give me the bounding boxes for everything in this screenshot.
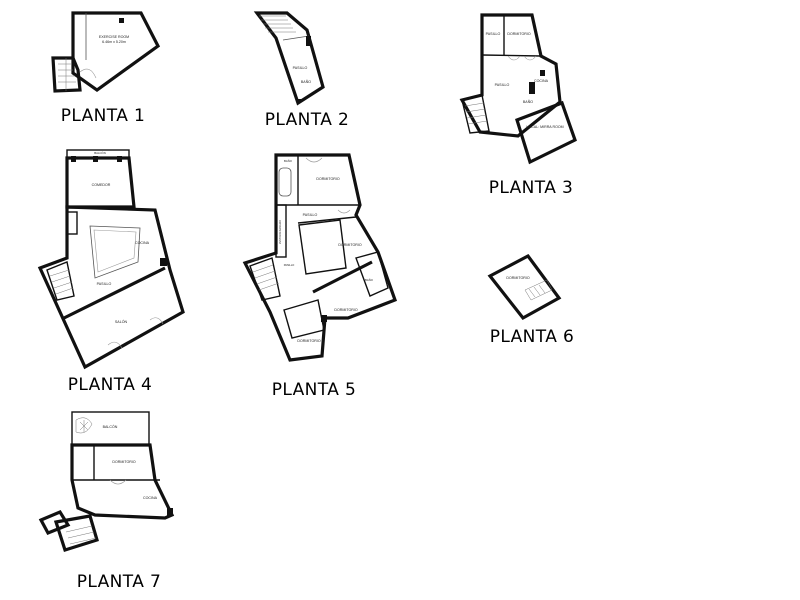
p4-room-cocina: COCINA	[135, 241, 150, 245]
p4-kitchen-counter	[93, 229, 137, 273]
p7-room-balcon: BALCÓN	[103, 424, 118, 429]
plan-planta-2: PASILLO BAÑO PLANTA 2	[253, 11, 350, 130]
p4-column-3	[117, 156, 122, 162]
p5-outline	[242, 153, 398, 362]
p5-room-vestidor: VESTIDOR/ARMARIO	[279, 220, 282, 244]
p4-salon-wall	[61, 266, 166, 321]
p3-title: PLANTA 3	[489, 178, 574, 198]
p5-vestidor	[275, 204, 287, 258]
p7-outline	[70, 443, 175, 520]
p2-title: PLANTA 2	[265, 110, 350, 130]
p3-local-outline	[515, 100, 577, 165]
p4-column-1	[71, 156, 76, 162]
p5-small-rooms	[283, 299, 325, 339]
p4-kitchen-island	[89, 225, 141, 279]
p7-small-room-a	[38, 509, 71, 536]
p5-stair-outline	[249, 257, 281, 301]
p1-stair-treads	[58, 58, 76, 91]
p4-stair-treads	[49, 269, 74, 295]
p5-stair-treads	[252, 264, 280, 291]
p4-outline	[37, 205, 185, 370]
p7-spiral-treads	[79, 420, 89, 432]
p4-small-room	[66, 211, 78, 235]
p3-column-a	[529, 82, 535, 94]
p5-room-dormitorio-bottom: DORMITORIO	[297, 339, 320, 343]
plan-planta-1: EXERCISE ROOM 6.46m x 5.20m PLANTA 1	[51, 11, 161, 126]
p3-door-swings	[507, 55, 537, 61]
p5-room-dormitorio-mid: DORMITORIO	[338, 243, 361, 247]
p6-outline	[487, 253, 562, 321]
plan-planta-5: BAÑO DORMITORIO PASILLO VESTIDOR/ARMARIO…	[242, 153, 398, 400]
p3-room-pasillo: PASILLO	[495, 83, 510, 87]
p5-title: PLANTA 5	[272, 380, 357, 400]
p2-room-bano: BAÑO	[301, 79, 311, 84]
p1-column	[119, 18, 124, 23]
p1-stair-outline	[51, 56, 82, 93]
p1-room-dims: 6.46m x 5.20m	[102, 40, 126, 44]
p3-stair-treads	[464, 102, 488, 125]
p3-inner-wall-b	[481, 54, 542, 57]
p2-outline	[253, 11, 325, 106]
p2-room-pasillo: PASILLO	[293, 66, 308, 70]
p6-stair-treads	[528, 284, 546, 298]
p7-door-swing	[109, 479, 127, 485]
p1-title: PLANTA 1	[61, 106, 146, 126]
p5-room-dormitorio-top: DORMITORIO	[316, 177, 339, 181]
p4-balcon-label: BALCÓN	[94, 150, 106, 155]
p2-stair-treads	[259, 15, 296, 33]
p1-outline	[71, 11, 161, 92]
p7-room-cocina: COCINA	[143, 496, 158, 500]
p4-room-comedor: COMEDOR	[92, 183, 111, 187]
p5-column	[321, 315, 327, 322]
p4-column-4	[160, 258, 167, 266]
p4-stair-outline	[46, 261, 75, 301]
p6-stair	[524, 279, 553, 301]
p1-door-swing	[79, 68, 97, 79]
p4-column-2	[93, 156, 98, 162]
p5-room-pasillo-small: PASILLO	[284, 263, 295, 267]
p2-column-2	[297, 99, 301, 103]
p1-room-exercise: EXERCISE ROOM	[99, 35, 129, 39]
p6-title: PLANTA 6	[490, 327, 575, 347]
p5-room-bano-mid: BAÑO	[365, 277, 374, 282]
p3-room-cocina: COCINA	[534, 79, 549, 83]
p5-corridor-wall-bottom	[297, 216, 357, 224]
p3-column-b	[540, 70, 545, 76]
p7-title: PLANTA 7	[77, 572, 162, 592]
p4-comedor-outline	[65, 156, 136, 209]
p3-room-bano: BAÑO	[523, 99, 533, 104]
p5-dorm-mid	[298, 219, 347, 275]
p5-bano-mid	[355, 251, 389, 297]
p7-spiral-stair	[75, 417, 93, 434]
p5-room-pasillo: PASILLO	[303, 213, 318, 217]
plan-planta-6: DORMITORIO PLANTA 6	[487, 253, 575, 347]
p2-column	[306, 36, 311, 46]
p3-stair-outline	[461, 94, 490, 134]
plan-planta-7: BALCÓN DORMITORIO COCINA PLANTA 7	[38, 411, 175, 592]
p6-room-dormitorio: DORMITORIO	[506, 276, 529, 280]
p5-bathtub	[278, 167, 292, 197]
p7-stair-treads	[65, 525, 97, 545]
p4-room-salon: SALÓN	[115, 319, 128, 324]
p5-door-swings	[305, 157, 351, 214]
p3-room-pasillo-top: PASILLO	[486, 32, 501, 36]
p5-room-bano-top: BAÑO	[284, 158, 293, 163]
p3-room-dormitorio: DORMITORIO	[507, 32, 530, 36]
p2-inner-wall	[282, 35, 310, 41]
p4-room-pasillo: PASILLO	[97, 282, 112, 286]
p4-title: PLANTA 4	[68, 375, 153, 395]
p4-door-swings	[107, 317, 164, 349]
p5-dividing-wall	[312, 260, 373, 294]
p5-room-dormitorio-low: DORMITORIO	[334, 308, 357, 312]
plan-planta-3: PASILLO DORMITORIO PASILLO COCINA BAÑO L…	[459, 13, 577, 198]
p7-column	[167, 508, 173, 516]
p7-small-room-b	[53, 514, 99, 553]
p3-room-local: LOCAL: MIRRA ROOM	[526, 125, 563, 129]
plan-planta-4: BALCÓN COMEDOR COCINA PASILLO SALÓN PLAN…	[37, 149, 185, 395]
p7-room-dormitorio: DORMITORIO	[112, 460, 135, 464]
